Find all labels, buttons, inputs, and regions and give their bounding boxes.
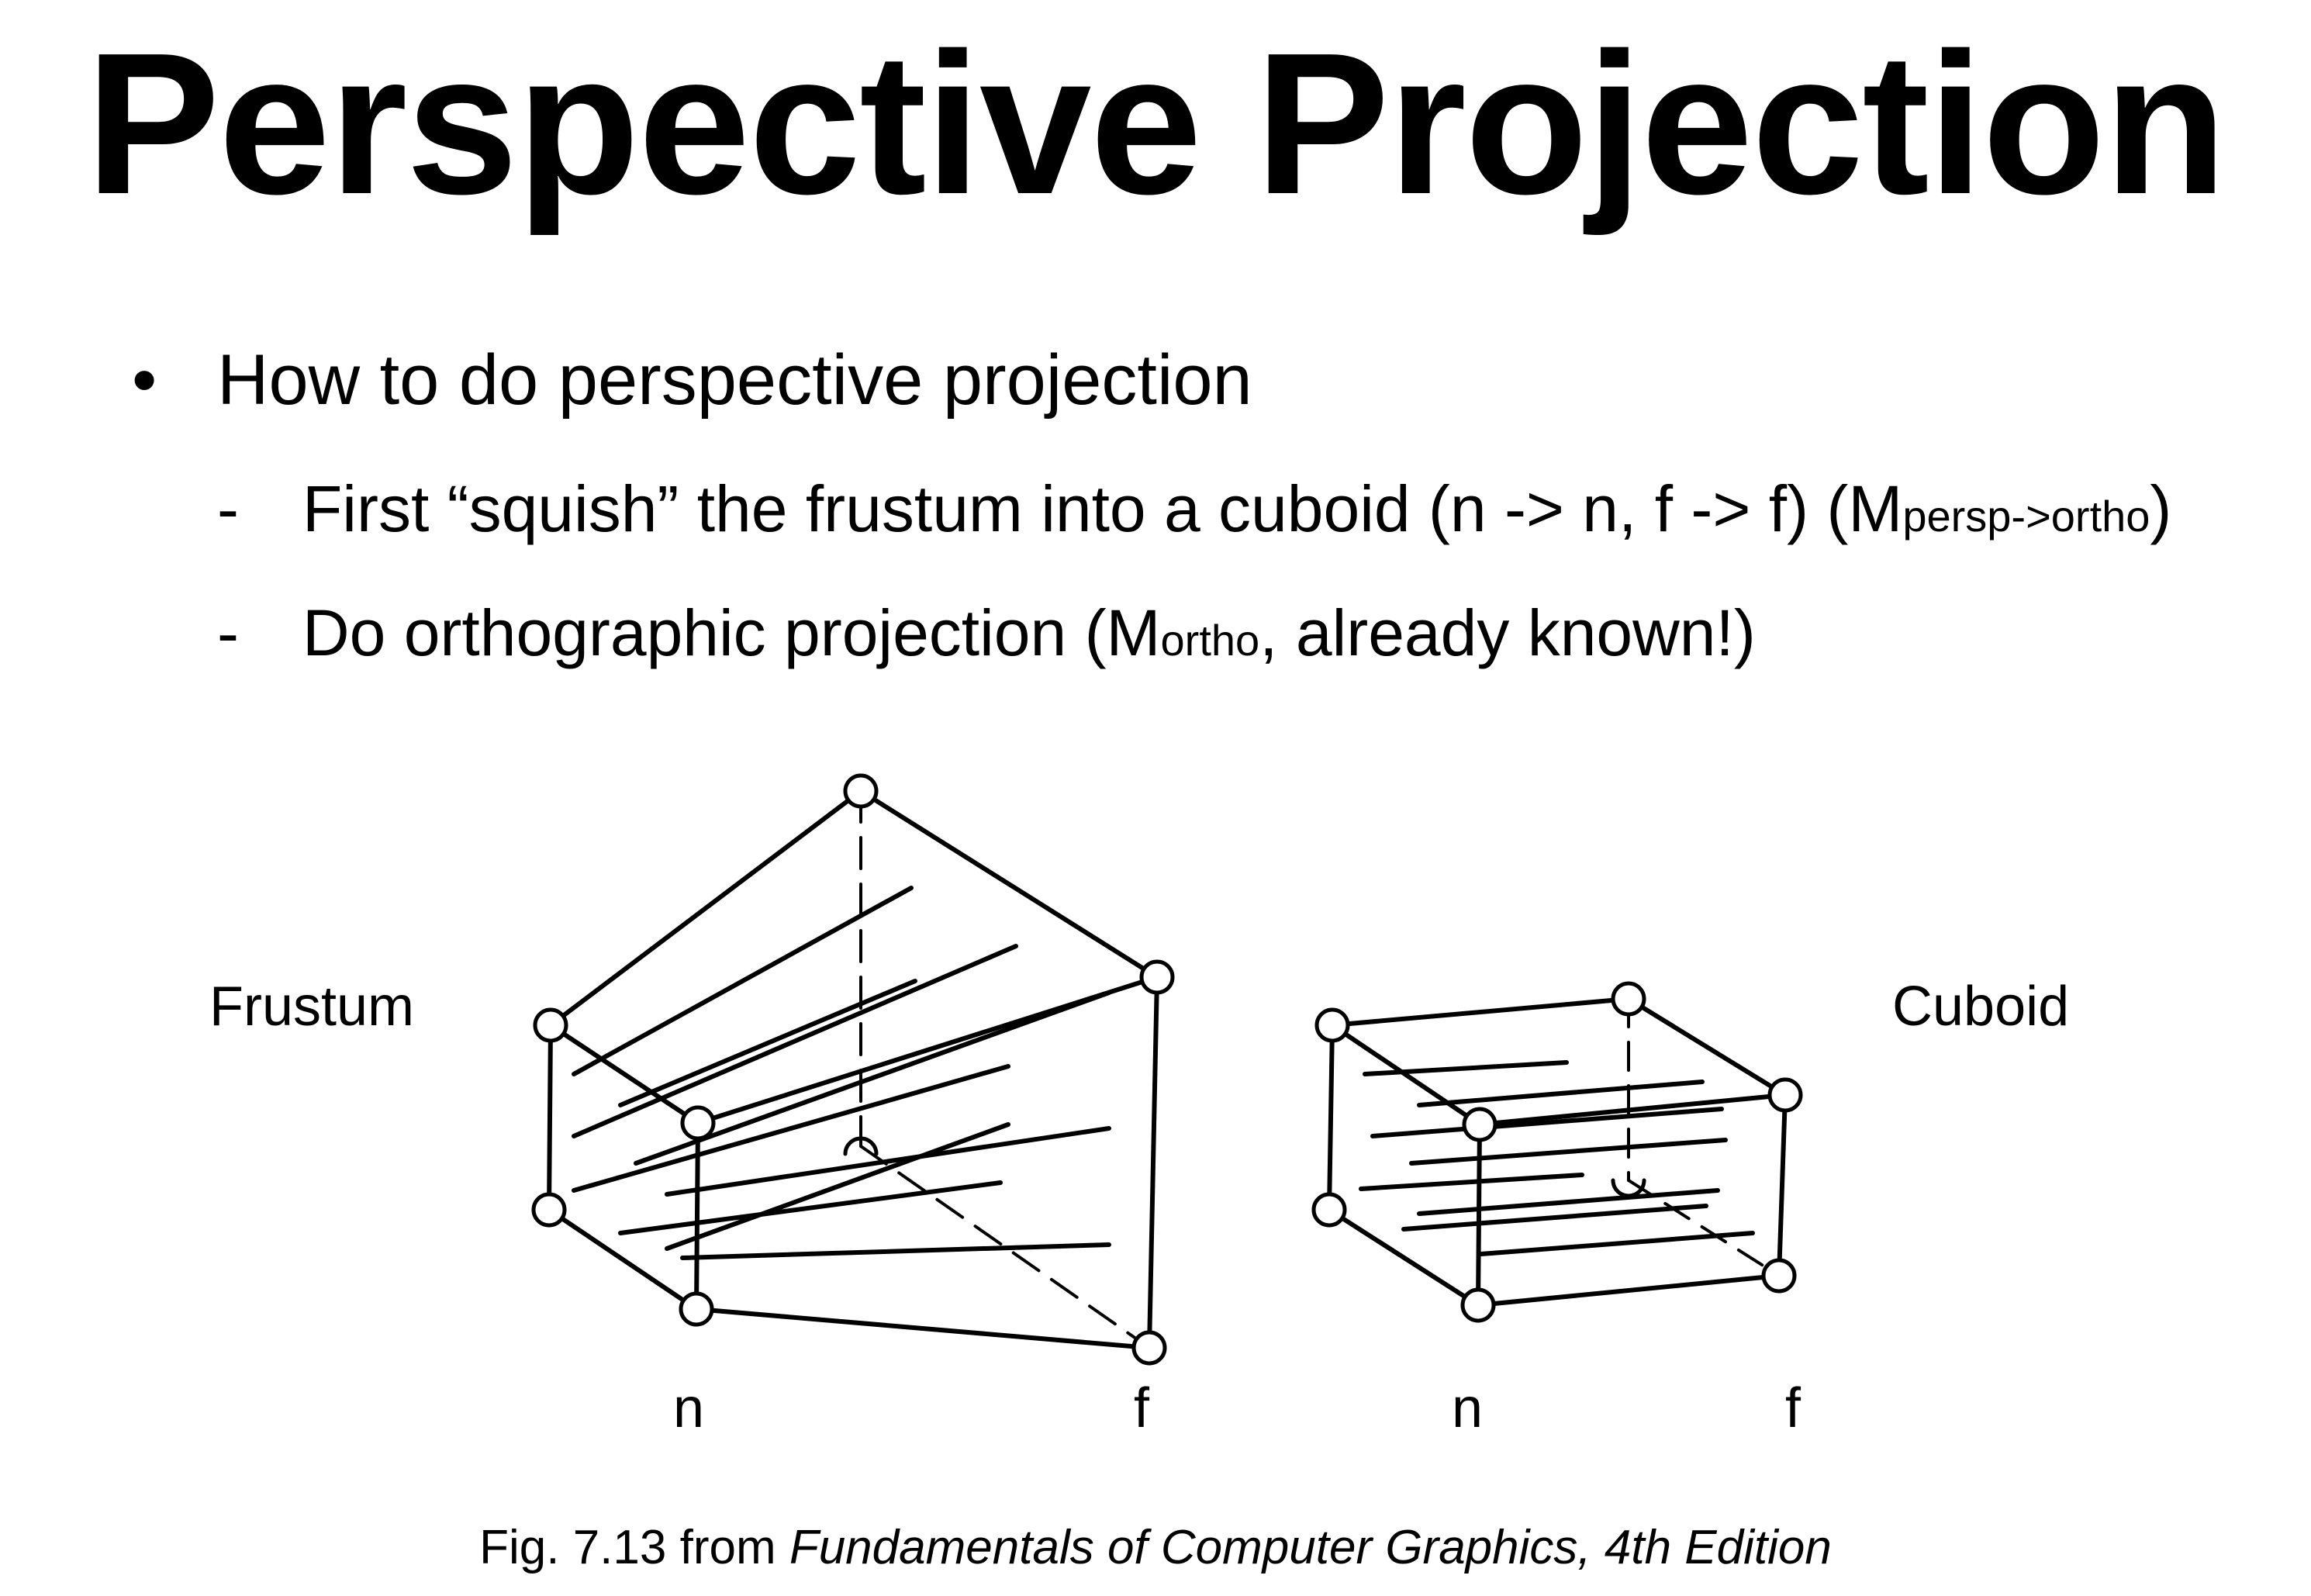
sub-item-text: First “squish” the frustum into a cuboid… [302, 473, 2171, 544]
frustum-far-label: f [1134, 1377, 1150, 1439]
sub-item-marker: - [217, 596, 239, 669]
cuboid-far-label: f [1785, 1377, 1801, 1439]
cuboid-hidden-vertex [1611, 1178, 1646, 1198]
bullet-item: • How to do perspective projection [132, 340, 1252, 420]
frustum-diagram [531, 773, 1175, 1366]
matrix-subscript-ortho: ortho [1160, 616, 1260, 665]
caption-prefix: Fig. 7.13 from [479, 1521, 789, 1574]
cuboid-vertices [1311, 981, 1803, 1323]
sub-item-text-main: First “squish” the frustum into a cuboid… [302, 472, 1903, 545]
cuboid-label: Cuboid [1892, 976, 2069, 1038]
matrix-subscript-persp-ortho: persp->ortho [1902, 492, 2150, 541]
frustum-hidden-edges [859, 789, 1151, 1349]
frustum-rays [572, 886, 1111, 1260]
cuboid-hidden-edges [1627, 997, 1781, 1277]
frustum-near-label: n [673, 1377, 704, 1439]
frustum-vertices [531, 773, 1175, 1366]
cuboid-rays [1359, 1060, 1755, 1256]
cuboid-diagram [1311, 981, 1803, 1323]
sub-item-text-main: Do orthographic projection (M [302, 596, 1161, 669]
sub-item-text-end: , already known!) [1259, 596, 1756, 669]
sub-item-text: Do orthographic projection (Mortho, alre… [302, 597, 1756, 668]
caption-source: Fundamentals of Computer Graphics, 4th E… [789, 1521, 1832, 1574]
sub-item-ortho: - Do orthographic projection (Mortho, al… [217, 596, 1756, 669]
frustum-hidden-vertex [843, 1136, 879, 1156]
sub-item-text-end: ) [2150, 472, 2172, 545]
cuboid-near-label: n [1452, 1377, 1483, 1439]
frustum-edges [547, 789, 1159, 1350]
sub-item-marker: - [217, 472, 239, 545]
projection-figure: Frustum Cuboid n f n f [209, 773, 2069, 1439]
frustum-label: Frustum [209, 976, 414, 1038]
sub-item-squish: - First “squish” the frustum into a cubo… [217, 472, 2171, 545]
figure-caption: Fig. 7.13 from Fundamentals of Computer … [0, 1520, 2311, 1575]
cuboid-edges [1327, 997, 1788, 1308]
bullet-text: How to do perspective projection [217, 340, 1252, 420]
bullet-marker: • [132, 340, 157, 420]
slide-title: Perspective Projection [85, 12, 2226, 237]
